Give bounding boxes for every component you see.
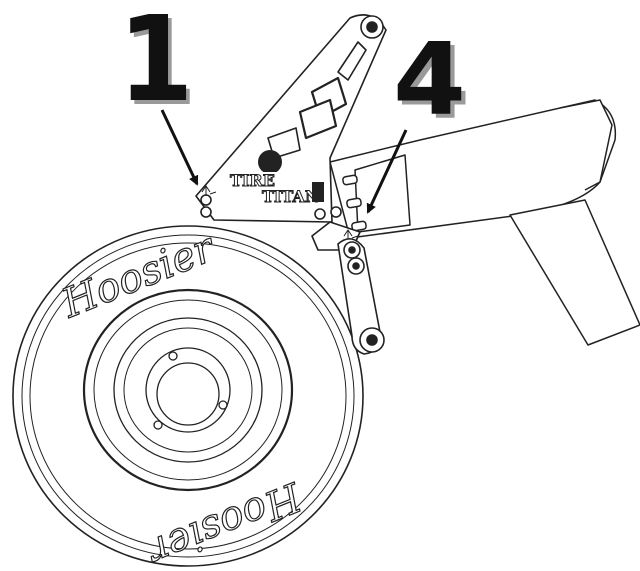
logo-line1: TIRE — [230, 171, 275, 190]
tool-handle — [329, 99, 640, 346]
tire-titan-logo: TIRE TITAN — [226, 150, 324, 207]
callout-number-1: 1 — [118, 0, 194, 128]
link-bar — [337, 238, 385, 355]
arm-plate — [195, 14, 387, 251]
pointer-arrow-1 — [160, 109, 199, 186]
callout-number-4: 4 — [393, 21, 467, 138]
pointer-arrow-4 — [366, 129, 408, 214]
logo-line2: TITAN — [262, 187, 319, 206]
rider-icon — [258, 150, 282, 174]
tire — [12, 225, 364, 567]
pivot-glyph-left — [201, 185, 217, 196]
